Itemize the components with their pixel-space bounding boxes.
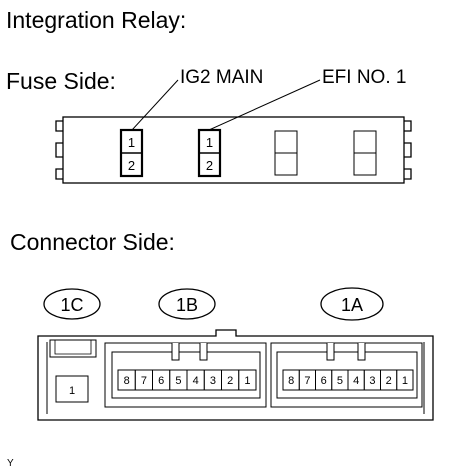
- connector-1a-pin-cell: [396, 369, 414, 391]
- connector-1b-oval: [158, 288, 216, 320]
- connector-1b-pin-6: 6: [158, 375, 164, 387]
- connector-1a-pin-2: 2: [386, 375, 392, 387]
- connector-1a-oval: [320, 287, 384, 321]
- fuse-block-body: [62, 116, 405, 184]
- connector-1a: [270, 342, 423, 408]
- connector-1a-pin-3: 3: [369, 375, 375, 387]
- connector-1b-pin-2: 2: [227, 375, 233, 387]
- connector-1b-pin-7: 7: [141, 375, 147, 387]
- fuse-block-clip-right-middle: [404, 142, 412, 158]
- connector-1a-pin-8: 8: [288, 375, 294, 387]
- ig2-main-label: IG2 MAIN: [180, 67, 264, 88]
- connector-1b-pin-5: 5: [175, 375, 181, 387]
- efi-no1-pin-2: 2: [206, 158, 213, 173]
- connector-1a-pin-5: 5: [337, 375, 343, 387]
- connector-1b-id: 1B: [176, 295, 198, 315]
- fuse-slot-efi-no1: [197, 128, 222, 178]
- fuse-side-heading: Fuse Side:: [6, 68, 116, 94]
- fuse-block: [55, 116, 412, 184]
- connector-1b-pin-4: 4: [193, 375, 199, 387]
- ig2-main-leader: [131, 79, 179, 131]
- fuse-block-clip-right-top: [404, 120, 412, 132]
- efi-no1-pin-1: 1: [206, 135, 213, 150]
- fuse-block-clip-right-bottom: [404, 168, 412, 180]
- diagram-title: Integration Relay:: [6, 7, 187, 33]
- ig2-main-pin-1: 1: [128, 135, 135, 150]
- connector-1b-pin-cell: [238, 369, 257, 391]
- connector-1a-pin-1: 1: [402, 375, 408, 387]
- connector-1c: [49, 339, 97, 403]
- connector-housing: [37, 329, 434, 421]
- fuse-slot-ig2-main: [119, 128, 144, 178]
- connector-1b-pin-3: 3: [210, 375, 216, 387]
- connector-side-heading: Connector Side:: [10, 229, 175, 255]
- efi-no1-label: EFI NO. 1: [322, 67, 407, 88]
- ig2-main-pin-2: 2: [128, 158, 135, 173]
- connector-1b-pin-1: 1: [244, 375, 250, 387]
- connector-1a-pin-4: 4: [353, 375, 359, 387]
- connector-1a-pin-7: 7: [304, 375, 310, 387]
- fuse-slot-empty: [274, 130, 377, 176]
- fuse-block-clip-left-middle: [55, 142, 63, 158]
- figure-code: Y: [7, 458, 14, 469]
- connector-1b-pin-8: 8: [124, 375, 130, 387]
- connector-1c-pin: 1: [69, 385, 75, 397]
- connector-1a-id: 1A: [341, 295, 363, 315]
- fuse-block-clip-left-top: [55, 120, 63, 132]
- connector-1a-pin-6: 6: [321, 375, 327, 387]
- connector-1c-id: 1C: [60, 295, 83, 315]
- efi-no1-leader: [208, 79, 321, 131]
- connector-1c-oval: [43, 288, 101, 320]
- fuse-block-clip-left-bottom: [55, 168, 63, 180]
